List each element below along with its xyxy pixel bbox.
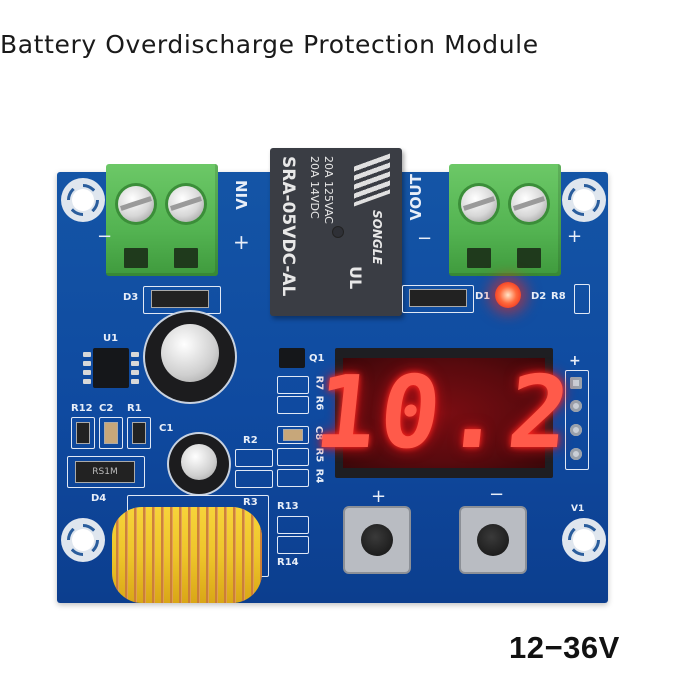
d4-label: D4 — [91, 493, 107, 504]
status-led — [495, 282, 521, 308]
r8-label: R8 — [551, 291, 566, 302]
diode-d4: RS1M — [75, 461, 135, 483]
r8-outline — [574, 284, 590, 314]
relay-rating-1: 20A 14VDC — [308, 156, 321, 219]
wire-slot — [174, 248, 198, 268]
vout-plus-label: + — [567, 226, 583, 247]
mounting-hole-top-right — [562, 178, 606, 222]
product-title: Battery Overdischarge Protection Module — [0, 30, 539, 59]
u1-label: U1 — [103, 333, 119, 344]
pin-header — [565, 370, 589, 470]
relay-dimple — [332, 226, 344, 238]
input-terminal-block — [106, 164, 218, 276]
d1-outline — [402, 285, 474, 313]
r3-label: R3 — [243, 497, 258, 508]
v1-label: V1 — [571, 504, 585, 514]
header-pin-1 — [570, 377, 582, 389]
vin-plus-label: + — [233, 230, 250, 254]
output-terminal-block — [449, 164, 561, 276]
ul-mark-icon: UL — [346, 266, 365, 290]
songle-logo-icon — [354, 153, 390, 207]
vin-minus-label: − — [97, 226, 113, 247]
wire-slot — [124, 248, 148, 268]
screw-icon — [511, 186, 547, 222]
screw-icon — [118, 186, 154, 222]
diode-d3 — [151, 290, 209, 308]
header-plus-label: + — [569, 353, 581, 369]
d3-label: D3 — [123, 292, 139, 303]
electrolytic-capacitor-small — [169, 434, 229, 494]
d1-label: D1 — [475, 291, 491, 302]
voltage-range-label: 12−36V — [509, 630, 620, 665]
minus-button[interactable] — [461, 508, 525, 572]
display-window: 10.2 — [309, 354, 578, 471]
electrolytic-capacitor-large — [145, 312, 235, 402]
vin-label: VIN — [233, 180, 251, 210]
d2-label: D2 — [531, 291, 547, 302]
relay-rating-2: 20A 125VAC — [322, 156, 335, 224]
toroidal-inductor — [112, 507, 262, 603]
mounting-hole-bottom-left — [61, 518, 105, 562]
wire-slot — [517, 248, 541, 268]
q1-label: Q1 — [309, 353, 325, 364]
display-voltage-value: 10.2 — [309, 354, 579, 471]
minus-button-label: − — [489, 484, 505, 505]
header-pin-4 — [570, 448, 582, 460]
mounting-hole-top-left — [61, 178, 105, 222]
mounting-hole-bottom-right — [562, 518, 606, 562]
plus-button[interactable] — [345, 508, 409, 572]
d4-outline — [67, 456, 145, 488]
c2-label: C2 — [99, 403, 114, 414]
diode-d1 — [409, 289, 467, 307]
header-pin-2 — [570, 400, 582, 412]
header-pin-3 — [570, 424, 582, 436]
relay-model: SRA-05VDC-AL — [278, 156, 298, 297]
seven-segment-display: 10.2 — [309, 348, 579, 478]
plus-button-label: + — [371, 486, 387, 507]
vout-minus-label: − — [417, 228, 433, 249]
screw-icon — [168, 186, 204, 222]
ic-u1 — [93, 348, 129, 388]
r2-label: R2 — [243, 435, 258, 446]
screw-icon — [461, 186, 497, 222]
c1-label: C1 — [159, 423, 174, 434]
r14-label: R14 — [277, 557, 299, 568]
r12-label: R12 — [71, 403, 93, 414]
r13-label: R13 — [277, 501, 299, 512]
transistor-q1 — [279, 348, 305, 368]
wire-slot — [467, 248, 491, 268]
relay: SRA-05VDC-AL 20A 14VDC 20A 125VAC SONGLE… — [270, 148, 402, 316]
vout-label: VOUT — [407, 174, 425, 221]
relay-brand: SONGLE — [370, 210, 384, 265]
r1-label: R1 — [127, 403, 142, 414]
